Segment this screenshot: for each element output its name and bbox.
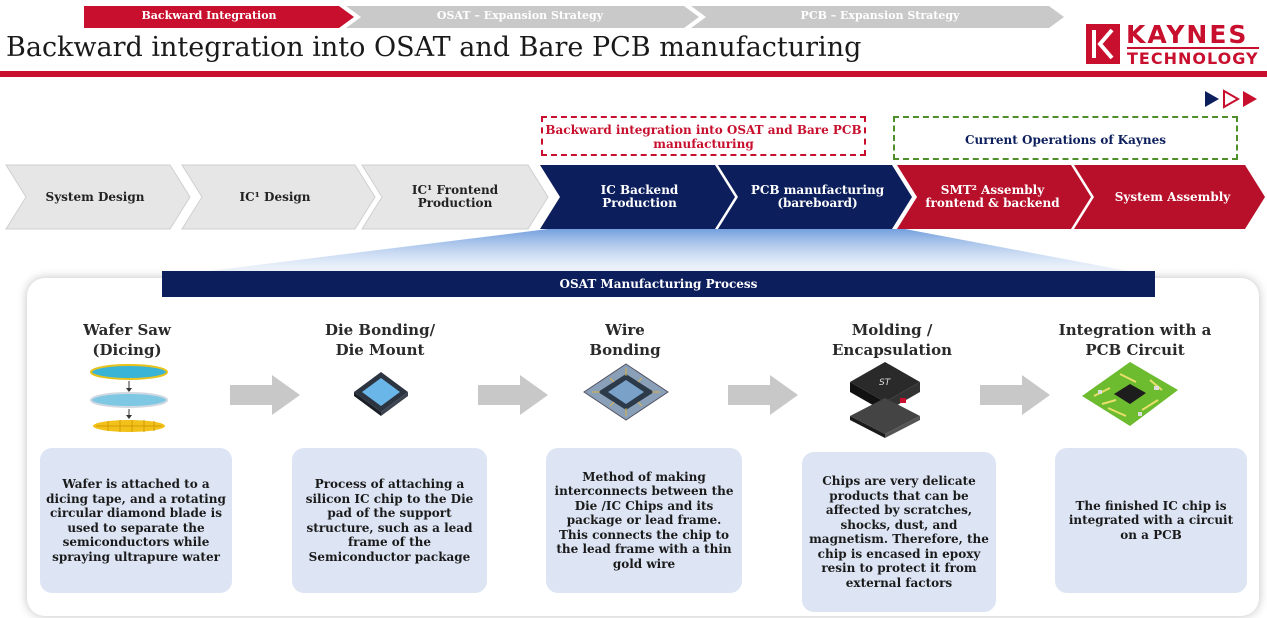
step-desc-die-bonding: Process of attaching a silicon IC chip t… — [292, 448, 487, 593]
process-arrow-3 — [728, 375, 798, 415]
step-title-wafer-saw: Wafer Saw (Dicing) — [83, 321, 171, 359]
logo-name: KAYNES — [1126, 20, 1249, 49]
pcb-circuit-icon — [1082, 362, 1178, 426]
osat-process-title: OSAT Manufacturing Process — [162, 271, 1155, 297]
step-desc-wafer-saw: Wafer is attached to a dicing tape, and … — [40, 448, 232, 593]
backward-integration-callout: Backward integration into OSAT and Bare … — [541, 116, 866, 156]
page-title: Backward integration into OSAT and Bare … — [6, 32, 862, 63]
encapsulated-chip-icon: ST — [850, 362, 920, 438]
top-navigation-shapes — [84, 6, 1064, 28]
step-title-wire-bonding: Wire Bonding — [589, 321, 661, 359]
step-title-molding: Molding / Encapsulation — [832, 321, 952, 359]
chain-step-system-assembly: System Assembly — [1114, 189, 1231, 204]
zoom-funnel — [160, 229, 1160, 277]
chain-step-ic-backend: IC Backend Production — [600, 183, 679, 210]
chain-step-smt-assembly: SMT² Assembly frontend & backend — [925, 183, 1060, 210]
chain-step-pcb-manufacturing: PCB manufacturing (bareboard) — [750, 183, 885, 210]
process-arrow-4 — [980, 375, 1050, 415]
current-operations-callout: Current Operations of Kaynes — [893, 116, 1238, 160]
kaynes-logo — [1086, 24, 1120, 64]
chain-step-ic-design: IC¹ Design — [239, 189, 311, 204]
tab-osat-expansion[interactable]: OSAT – Expansion Strategy — [436, 9, 604, 22]
process-arrow-1 — [230, 375, 300, 415]
tab-backward-integration[interactable]: Backward Integration — [141, 9, 277, 22]
process-arrow-2 — [478, 375, 548, 415]
top-navigation — [84, 6, 1064, 28]
wafer-dicing-icon — [90, 364, 168, 432]
wire-bonding-icon — [583, 363, 669, 421]
step-desc-pcb-integration: The finished IC chip is integrated with … — [1055, 448, 1247, 593]
tab-pcb-expansion[interactable]: PCB – Expansion Strategy — [800, 9, 960, 22]
step-desc-molding: Chips are very delicate products that ca… — [802, 452, 996, 612]
step-title-pcb-integration: Integration with a PCB Circuit — [1058, 321, 1212, 359]
logo-subtitle: TECHNOLOGY — [1127, 47, 1259, 68]
play-arrows-icon — [1205, 89, 1257, 109]
value-chain-shapes — [5, 164, 1265, 230]
chain-step-ic-frontend: IC¹ Frontend Production — [411, 183, 499, 210]
svg-text:ST: ST — [879, 378, 892, 388]
title-underline — [0, 71, 1267, 77]
chain-step-system-design: System Design — [45, 189, 145, 204]
step-title-die-bonding: Die Bonding/ Die Mount — [324, 321, 436, 359]
die-mount-icon — [354, 372, 408, 416]
step-desc-wire-bonding: Method of making interconnects between t… — [546, 448, 742, 593]
